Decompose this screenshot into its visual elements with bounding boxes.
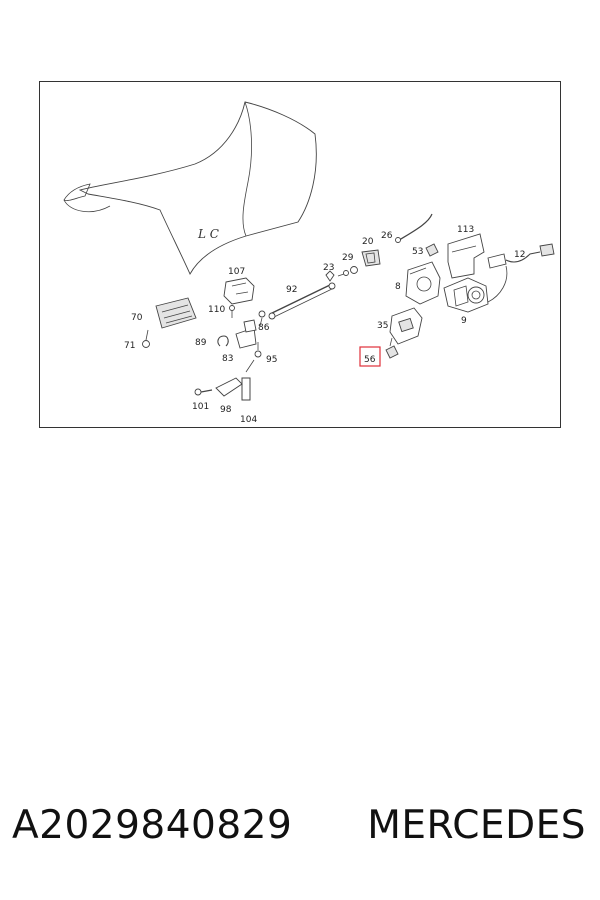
trunk-lid: L C bbox=[63, 101, 317, 276]
part-9-motor bbox=[443, 277, 489, 313]
part-104-clip bbox=[241, 359, 255, 401]
part-26-cable bbox=[395, 213, 433, 243]
label-9: 9 bbox=[461, 316, 467, 326]
trunk-lid-marking: L C bbox=[197, 227, 219, 241]
part-8-actuator bbox=[405, 261, 441, 305]
label-26: 26 bbox=[381, 231, 393, 241]
label-98: 98 bbox=[220, 405, 232, 415]
part-71-screw bbox=[142, 329, 150, 348]
caption: A2029840829 MERCEDES bbox=[0, 803, 600, 863]
label-86: 86 bbox=[258, 323, 270, 333]
label-83: 83 bbox=[222, 354, 233, 364]
label-29: 29 bbox=[342, 253, 354, 263]
part-12-connector bbox=[487, 243, 555, 303]
part-20-clip bbox=[361, 249, 381, 267]
label-92: 92 bbox=[286, 285, 297, 295]
part-92-rod bbox=[268, 282, 336, 320]
label-113: 113 bbox=[457, 225, 474, 235]
label-104: 104 bbox=[240, 415, 257, 425]
label-35: 35 bbox=[377, 321, 388, 331]
part-29-nut bbox=[337, 266, 358, 277]
part-95-screw bbox=[254, 342, 262, 358]
part-110-bolt bbox=[229, 305, 235, 318]
part-35-lock bbox=[389, 307, 423, 345]
part-101-bolt bbox=[194, 388, 213, 396]
label-71: 71 bbox=[124, 341, 135, 351]
exploded-view-svg: L C bbox=[63, 101, 555, 425]
part-113-bracket bbox=[447, 233, 485, 279]
part-23-pin bbox=[325, 270, 335, 282]
part-89-clip bbox=[217, 335, 229, 347]
label-110: 110 bbox=[208, 305, 225, 315]
part-98-bracket bbox=[215, 377, 243, 397]
label-70: 70 bbox=[131, 313, 143, 323]
label-8: 8 bbox=[395, 282, 401, 292]
label-23: 23 bbox=[323, 263, 334, 273]
part-107-bracket bbox=[223, 277, 255, 305]
part-56-bolt bbox=[385, 337, 399, 359]
part-70-plate bbox=[155, 297, 197, 329]
label-20: 20 bbox=[362, 237, 374, 247]
label-89: 89 bbox=[195, 338, 207, 348]
part-53-clip bbox=[425, 243, 439, 257]
label-107: 107 bbox=[228, 267, 245, 277]
label-95: 95 bbox=[266, 355, 277, 365]
part-number: A2029840829 bbox=[12, 803, 293, 848]
label-56: 56 bbox=[364, 355, 376, 365]
label-101: 101 bbox=[192, 402, 209, 412]
label-53: 53 bbox=[412, 247, 423, 257]
brand-name: MERCEDES bbox=[367, 803, 586, 848]
part-86-bolt bbox=[258, 310, 266, 327]
label-12: 12 bbox=[514, 250, 525, 260]
parts-diagram: L C bbox=[39, 81, 561, 428]
label-56-highlight bbox=[359, 346, 381, 367]
part-83-hinge bbox=[235, 319, 257, 349]
